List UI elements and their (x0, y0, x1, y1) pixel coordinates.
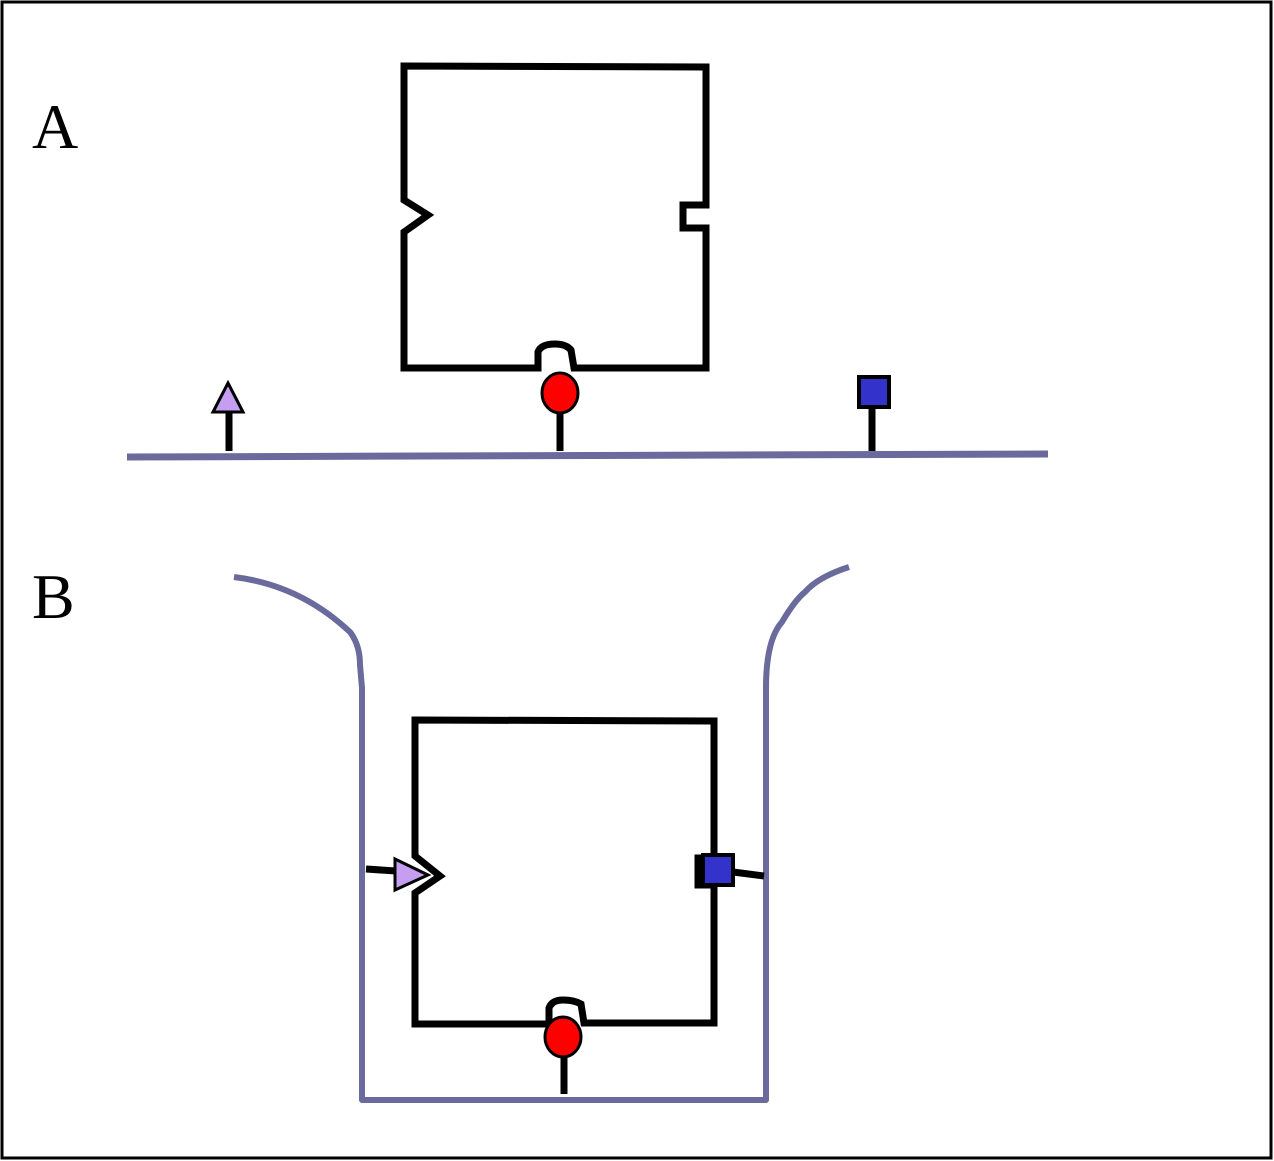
square-ligand-icon (857, 375, 891, 451)
membrane-a (126, 450, 1049, 461)
triangle-ligand-icon (210, 379, 246, 451)
circle-ligand-icon (540, 371, 580, 451)
panel-b-label: B (32, 561, 75, 632)
panel-a-label: A (32, 91, 78, 162)
receptor-a (400, 62, 710, 372)
receptor-b (411, 716, 718, 1028)
membrane-b (233, 564, 850, 1103)
circle-ligand-icon (543, 1015, 583, 1094)
square-ligand-icon (701, 853, 765, 887)
triangle-ligand-icon (365, 856, 432, 893)
